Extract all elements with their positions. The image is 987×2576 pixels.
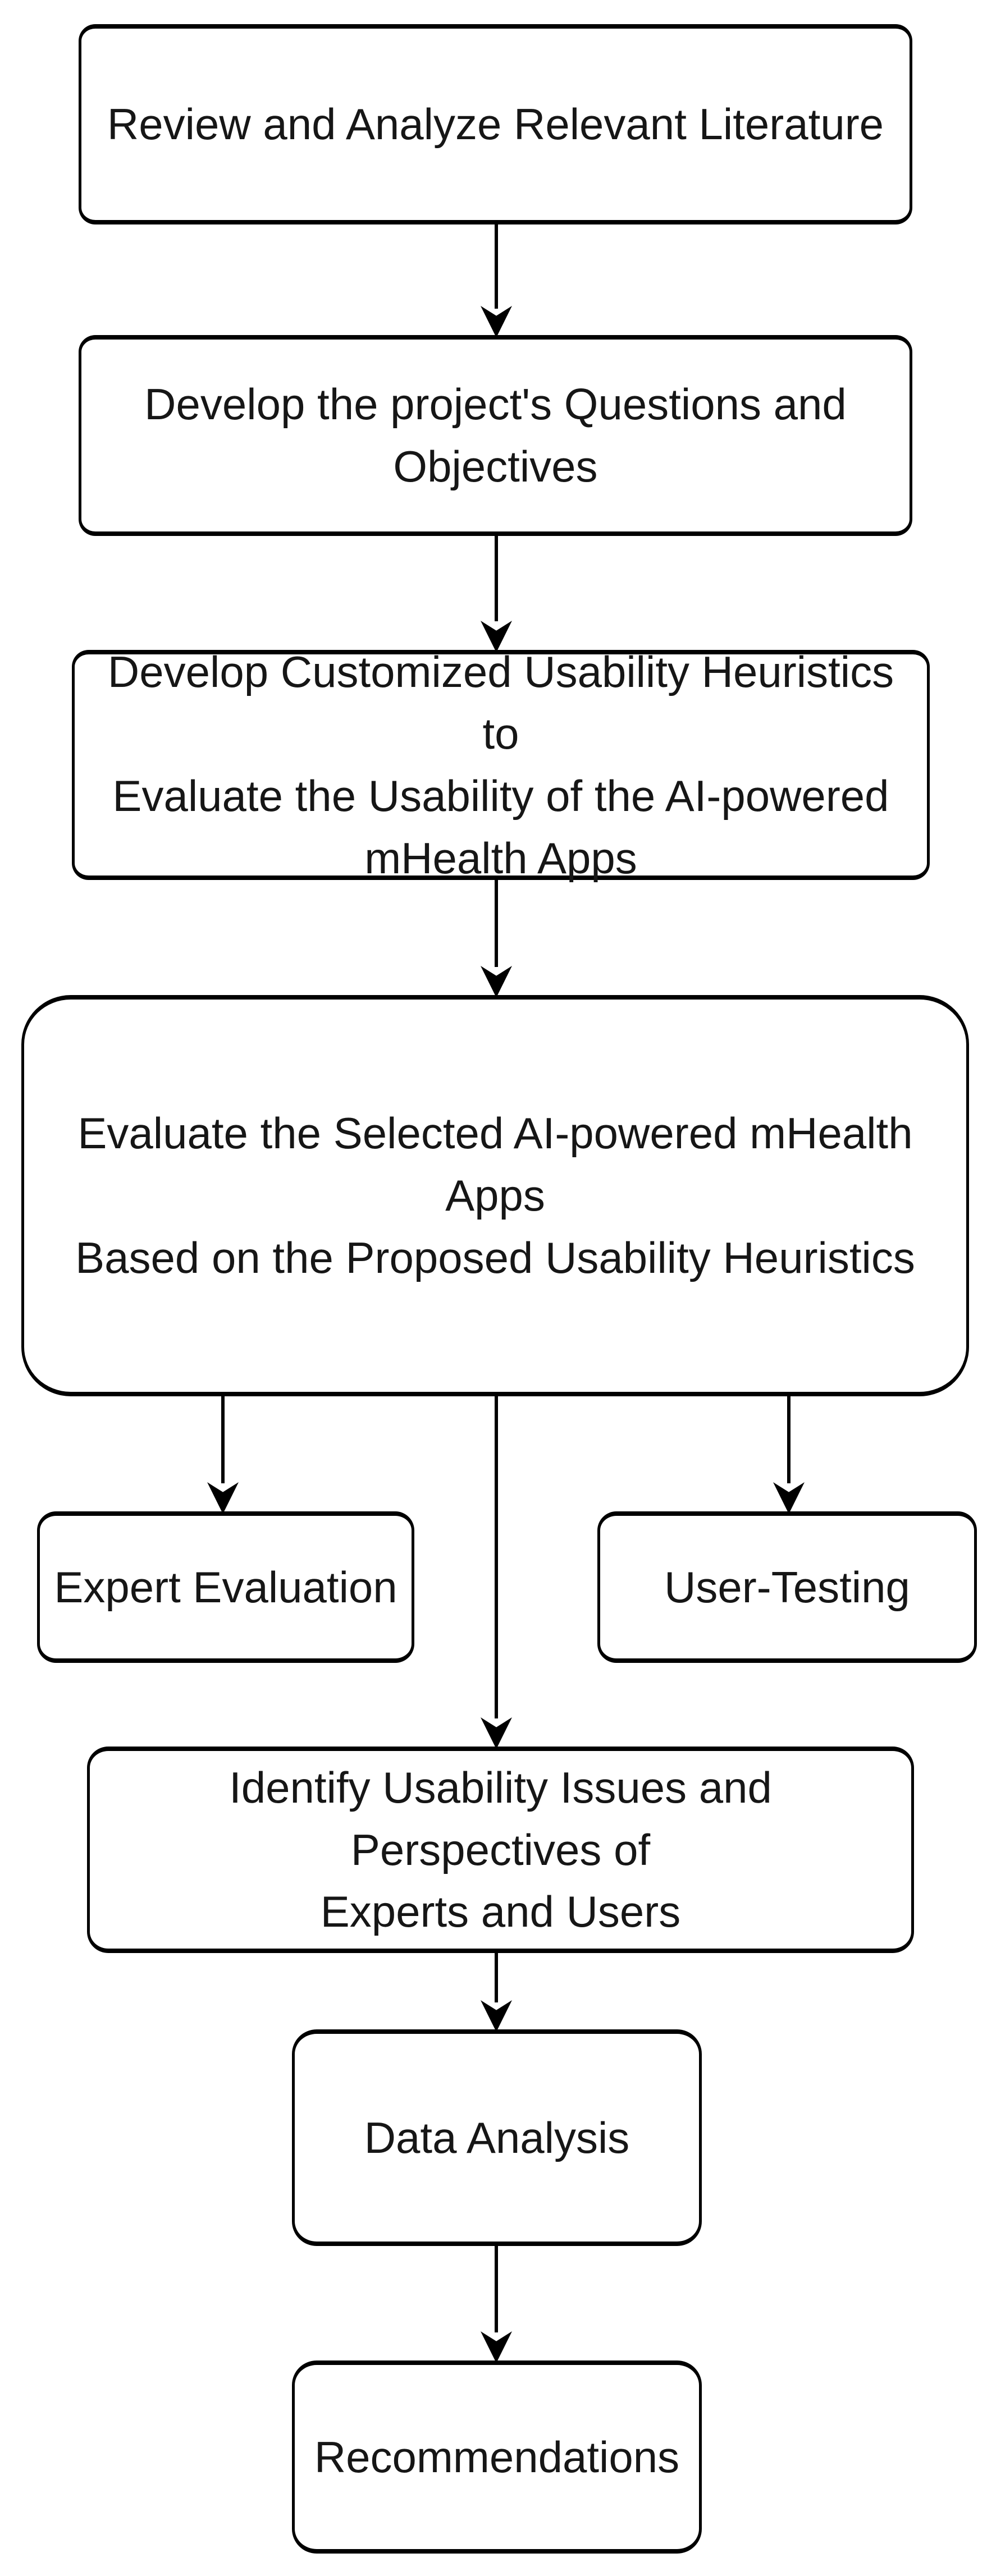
node-label: Evaluate the Selected AI-powered mHealth… <box>75 1108 915 1282</box>
flowchart-node-evaluate-apps: Evaluate the Selected AI-powered mHealth… <box>21 995 969 1396</box>
node-label: Develop Customized Usability Heuristics … <box>107 647 894 883</box>
edge-line <box>495 224 498 309</box>
edge-line <box>495 1396 498 1718</box>
node-label: Data Analysis <box>364 2112 630 2162</box>
flowchart-node-data-analysis: Data Analysis <box>292 2029 702 2246</box>
flowchart-node-user-testing: User-Testing <box>597 1511 977 1663</box>
node-label: Review and Analyze Relevant Literature <box>107 99 884 149</box>
arrow-down-icon <box>207 1482 239 1511</box>
edge-line <box>495 880 498 967</box>
node-label: Expert Evaluation <box>54 1562 397 1612</box>
arrow-down-icon <box>481 2000 512 2029</box>
flowchart-node-recommendations: Recommendations <box>292 2360 702 2554</box>
arrow-down-icon <box>481 1717 512 1747</box>
edge-line <box>495 2246 498 2332</box>
edge-line <box>495 1953 498 2002</box>
flowchart-node-literature-review: Review and Analyze Relevant Literature <box>79 24 912 224</box>
arrow-down-icon <box>481 2331 512 2360</box>
node-label: User-Testing <box>664 1562 910 1612</box>
edge-line <box>495 536 498 621</box>
flowchart-node-identify-issues: Identify Usability Issues and Perspectiv… <box>87 1747 914 1953</box>
flowchart-node-develop-heuristics: Develop Customized Usability Heuristics … <box>72 647 930 883</box>
node-label: Develop the project's Questions and Obje… <box>144 379 847 491</box>
node-label: Identify Usability Issues and Perspectiv… <box>229 1762 772 1937</box>
edge-line <box>221 1396 225 1483</box>
flowchart-node-expert-evaluation: Expert Evaluation <box>37 1511 414 1663</box>
arrow-down-icon <box>481 966 512 995</box>
arrow-down-icon <box>481 306 512 335</box>
edge-line <box>787 1396 790 1483</box>
node-label: Recommendations <box>314 2432 680 2482</box>
flowchart-node-questions-objectives: Develop the project's Questions and Obje… <box>79 335 912 536</box>
arrow-down-icon <box>773 1482 805 1511</box>
